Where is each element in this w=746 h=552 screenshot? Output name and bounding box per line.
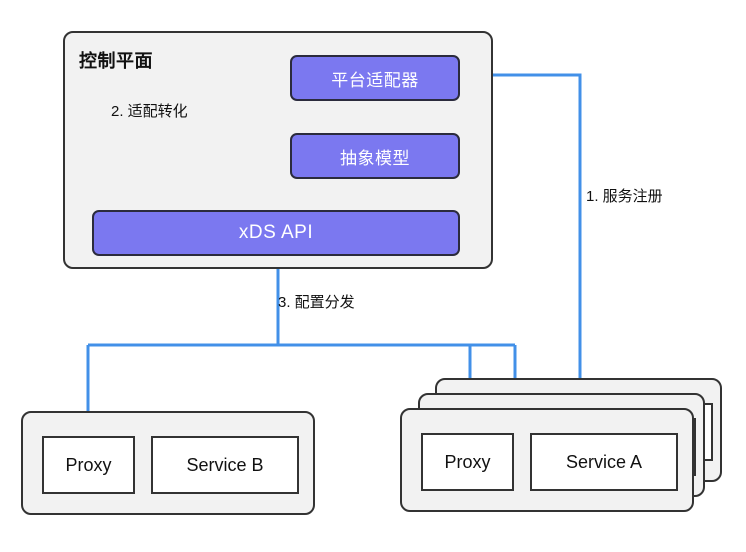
service-a-service-label: Service A — [565, 451, 643, 472]
flow-label-step-3: 3. 配置分发 — [278, 294, 355, 311]
service-b-proxy-box[interactable]: Proxy — [42, 436, 135, 494]
abstract-model-label: 抽象模型 — [340, 148, 410, 168]
component-platform-adapter[interactable]: 平台适配器 — [290, 55, 460, 101]
flow-label-step-2: 2. 适配转化 — [111, 103, 188, 120]
control-plane-panel: 控制平面 平台适配器 抽象模型 xDS API — [63, 31, 493, 269]
xds-api-label: xDS API — [238, 222, 314, 243]
service-b-service-box[interactable]: Service B — [151, 436, 299, 494]
platform-adapter-label: 平台适配器 — [331, 70, 419, 90]
flow-label-step-1: 1. 服务注册 — [586, 188, 663, 205]
control-plane-title: 控制平面 — [79, 51, 153, 71]
service-a-service-box[interactable]: Service A — [530, 433, 678, 491]
component-abstract-model[interactable]: 抽象模型 — [290, 133, 460, 179]
component-xds-api[interactable]: xDS API — [92, 210, 460, 256]
service-a-proxy-box[interactable]: Proxy — [421, 433, 514, 491]
service-b-service-label: Service B — [186, 454, 264, 475]
service-b-proxy-label: Proxy — [65, 454, 112, 475]
service-a-node[interactable]: Proxy Service A — [400, 408, 694, 512]
service-b-node[interactable]: Proxy Service B — [21, 411, 315, 515]
service-a-proxy-label: Proxy — [444, 451, 491, 472]
